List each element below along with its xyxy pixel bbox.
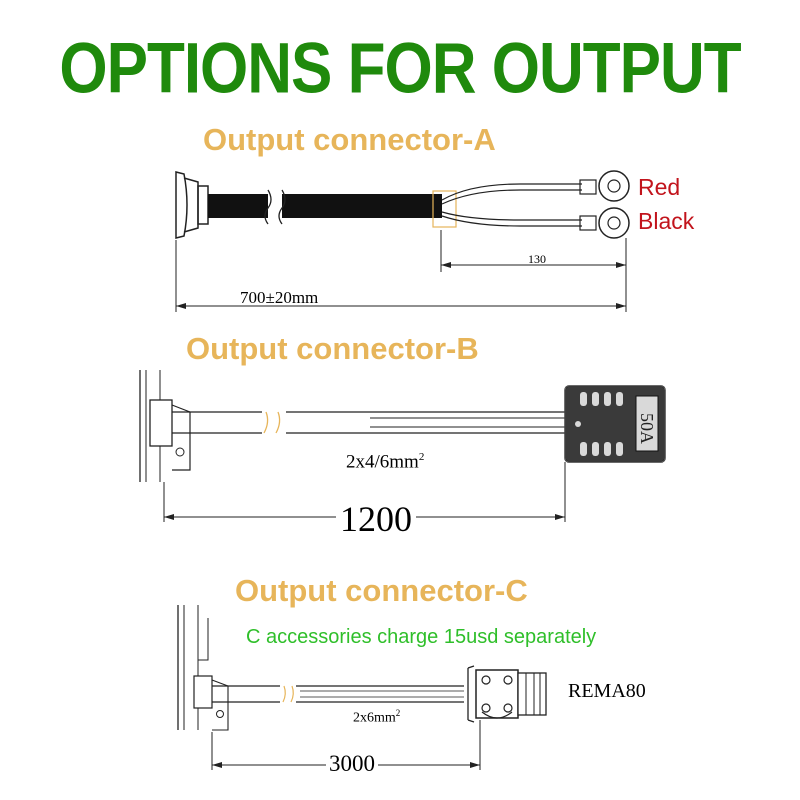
connector-a-dim-split: 130 [528,252,546,266]
connector-b-dim-length: 1200 [336,498,416,540]
connector-c-cable-spec-base: 2x6mm [353,710,396,726]
connector-c-cable-break [282,685,294,703]
connector-a-sleeve [432,190,457,228]
connector-c-plug-model: REMA80 [568,680,646,702]
connector-c-plug [475,669,519,719]
connector-c-cable-spec: 2x6mm2 [353,708,400,727]
connector-b-heading: Output connector-B [186,331,479,366]
connector-a-lead-black [441,211,582,221]
connector-a-ring-black [598,207,630,239]
connector-a-lead-red [441,183,582,201]
connector-a-ring-red [598,170,630,202]
connector-b-cable-spec: 2x4/6mm2 [346,451,424,473]
connector-a-cable-right [282,194,442,218]
connector-c-dim-length: 3000 [326,751,378,777]
connector-c-plug-latch [467,665,475,723]
connector-a-label-red: Red [638,174,681,200]
connector-b-plug-label-box [635,395,659,452]
connector-b-cable-spec-sup: 2 [418,451,425,463]
connector-c-note: C accessories charge 15usd separately [246,626,597,648]
connector-c-cable-spec-sup: 2 [395,708,401,718]
connector-a-cable-left [208,194,268,218]
connector-c-bracket [211,679,229,731]
connector-a-plug [175,171,188,239]
connector-c-heading: Output connector-C [235,573,528,608]
connector-a-dim-total: 700±20mm [240,288,319,307]
connector-a-label-black: Black [638,208,695,234]
connector-a-crimp-black [579,215,597,231]
page-title: OPTIONS FOR OUTPUT [59,29,741,109]
connector-a-heading: Output connector-A [203,122,496,157]
connector-a-cable-break [264,189,286,225]
connector-b-cable-break [263,411,281,434]
connector-c-gland [193,675,213,709]
connector-a-crimp-red [579,179,597,195]
connector-b-bracket [171,404,191,471]
connector-b-cable-spec-base: 2x4/6mm [346,451,419,473]
connector-b-gland [149,399,173,447]
connector-a-lead-red-inner [441,189,582,205]
connector-a-lead-black-inner [441,215,582,227]
